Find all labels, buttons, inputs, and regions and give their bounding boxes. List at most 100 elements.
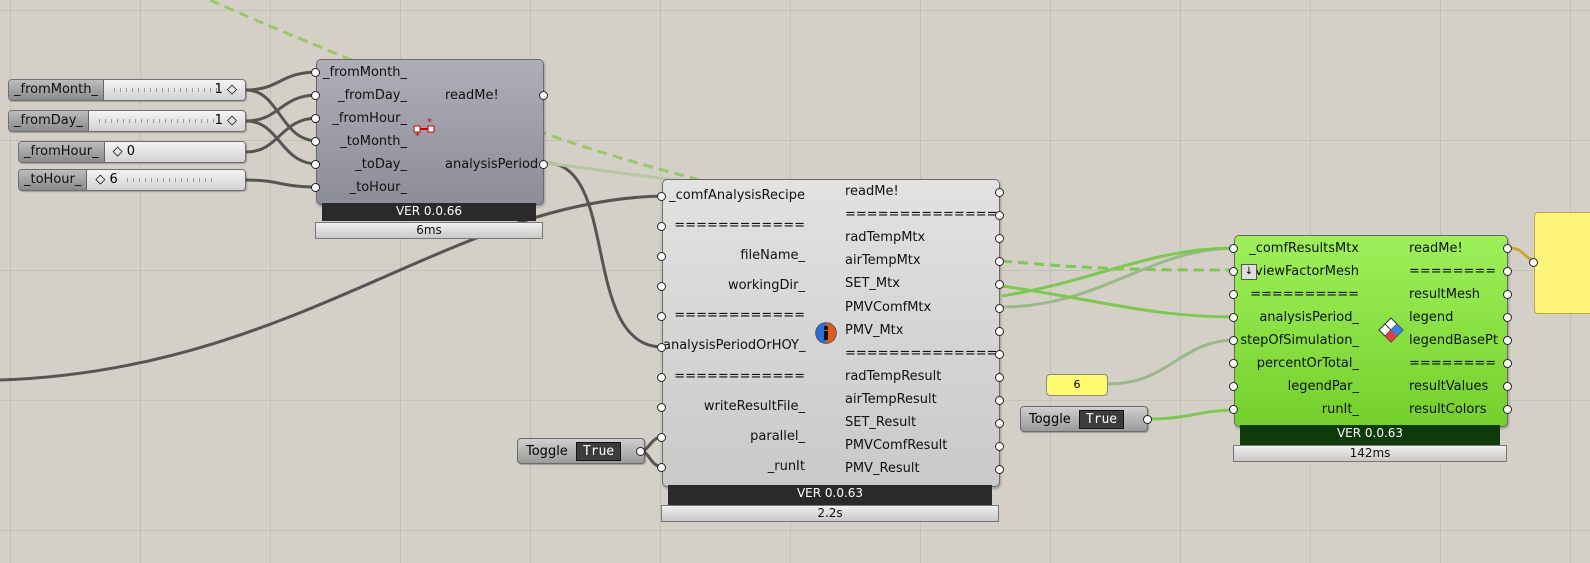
slider-track[interactable]: 1 ◇ <box>104 80 245 100</box>
port-out[interactable] <box>636 447 645 456</box>
comfort-recipe-component[interactable]: _comfAnalysisRecipe ============ fileNam… <box>662 179 1000 487</box>
output-panel[interactable] <box>1534 212 1590 314</box>
port-out[interactable] <box>1503 290 1512 299</box>
port-in[interactable] <box>1229 359 1238 368</box>
port-out[interactable] <box>995 280 1004 289</box>
slider-from-hour[interactable]: _fromHour_ ◇ 0 <box>18 141 246 163</box>
port-out[interactable] <box>995 442 1004 451</box>
comfort-results-component[interactable]: _comfResultsMtx _viewFactorMesh ========… <box>1234 235 1508 427</box>
output-param[interactable]: SET_Mtx <box>845 276 900 291</box>
toggle-value[interactable]: True <box>1078 409 1125 429</box>
slider-track[interactable]: ◇ 0 <box>104 142 245 162</box>
output-param[interactable]: PMV_Result <box>845 461 920 476</box>
port-out[interactable] <box>995 304 1004 313</box>
output-param[interactable]: airTempResult <box>845 392 937 407</box>
input-param[interactable]: ============ <box>674 369 805 384</box>
output-param[interactable]: PMV_Mtx <box>845 323 904 338</box>
toggle-value[interactable]: True <box>575 441 622 461</box>
output-param[interactable]: resultMesh <box>1409 287 1481 302</box>
output-param[interactable]: readMe! <box>1409 241 1463 256</box>
input-param[interactable]: analysisPeriodOrHOY_ <box>663 338 806 353</box>
analysis-period-component[interactable]: _fromMonth_ _fromDay_ _fromHour_ _toMont… <box>316 59 544 205</box>
input-param[interactable]: ============ <box>674 308 805 323</box>
port-out[interactable] <box>1503 405 1512 414</box>
port-out[interactable] <box>539 91 548 100</box>
port-out[interactable] <box>1503 313 1512 322</box>
port-out[interactable] <box>995 257 1004 266</box>
output-param[interactable]: airTempMtx <box>845 253 921 268</box>
output-param[interactable]: ======== <box>1409 356 1497 371</box>
port-in[interactable] <box>657 252 666 261</box>
port-in[interactable] <box>1229 313 1238 322</box>
port-in[interactable] <box>311 91 320 100</box>
output-param[interactable]: SET_Result <box>845 415 917 430</box>
input-param[interactable]: _fromHour_ <box>332 111 407 126</box>
slider-from-day[interactable]: _fromDay_ 1 ◇ <box>8 110 246 132</box>
input-param[interactable]: ========== <box>1250 287 1359 302</box>
input-param[interactable]: parallel_ <box>750 429 805 444</box>
port-out[interactable] <box>1143 415 1152 424</box>
port-in[interactable] <box>657 463 666 472</box>
port-out[interactable] <box>995 373 1004 382</box>
input-param[interactable]: stepOfSimulation_ <box>1240 333 1359 348</box>
output-param[interactable]: resultColors <box>1409 402 1487 417</box>
port-out[interactable] <box>1503 336 1512 345</box>
input-param[interactable]: _comfResultsMtx <box>1249 241 1359 256</box>
port-in[interactable] <box>311 137 320 146</box>
port-in[interactable] <box>1229 267 1238 276</box>
input-param[interactable]: writeResultFile_ <box>703 399 805 414</box>
port-out[interactable] <box>995 327 1004 336</box>
output-param[interactable]: readMe! <box>845 184 899 199</box>
input-param[interactable]: _toDay_ <box>355 157 407 172</box>
output-param[interactable]: ======== <box>1409 264 1497 279</box>
port-in[interactable] <box>311 68 320 77</box>
boolean-toggle-left[interactable]: Toggle True <box>517 438 645 464</box>
port-in[interactable] <box>657 373 666 382</box>
port-in[interactable] <box>657 222 666 231</box>
port-in[interactable] <box>1529 258 1538 267</box>
port-in[interactable] <box>1229 244 1238 253</box>
port-in[interactable] <box>311 183 320 192</box>
output-param[interactable]: analysisPeriod <box>445 157 539 172</box>
slider-track[interactable]: 1 ◇ <box>88 111 245 131</box>
boolean-toggle-right[interactable]: Toggle True <box>1020 406 1148 432</box>
output-param[interactable]: readMe! <box>445 88 499 103</box>
port-out[interactable] <box>995 211 1004 220</box>
port-out[interactable] <box>539 160 548 169</box>
input-param[interactable]: runIt_ <box>1321 402 1359 417</box>
port-in[interactable] <box>657 312 666 321</box>
port-in[interactable] <box>657 433 666 442</box>
port-out[interactable] <box>995 465 1004 474</box>
output-param[interactable]: ============== <box>845 207 998 222</box>
port-out[interactable] <box>1503 359 1512 368</box>
slider-from-month[interactable]: _fromMonth_ 1 ◇ <box>8 79 246 101</box>
input-param[interactable]: workingDir_ <box>727 278 805 293</box>
input-param[interactable]: ============ <box>674 218 805 233</box>
port-out[interactable] <box>995 396 1004 405</box>
input-param[interactable]: _toMonth_ <box>340 134 407 149</box>
input-param[interactable]: analysisPeriod_ <box>1259 310 1359 325</box>
port-in[interactable] <box>1229 336 1238 345</box>
value-panel[interactable]: 6 <box>1046 374 1108 396</box>
port-in[interactable] <box>311 160 320 169</box>
port-out[interactable] <box>1503 267 1512 276</box>
output-param[interactable]: radTempMtx <box>845 230 926 245</box>
output-param[interactable]: radTempResult <box>845 369 942 384</box>
input-param[interactable]: fileName_ <box>740 248 805 263</box>
port-in[interactable] <box>657 403 666 412</box>
port-out[interactable] <box>1503 382 1512 391</box>
port-in[interactable] <box>657 282 666 291</box>
output-param[interactable]: resultValues <box>1409 379 1489 394</box>
port-in[interactable] <box>1229 405 1238 414</box>
port-in[interactable] <box>1229 290 1238 299</box>
input-param[interactable]: _fromMonth_ <box>323 65 407 80</box>
input-param[interactable]: percentOrTotal_ <box>1256 356 1359 371</box>
output-param[interactable]: PMVComfMtx <box>845 300 932 315</box>
output-param[interactable]: legend <box>1409 310 1454 325</box>
slider-track[interactable]: ◇ 6 <box>87 170 245 190</box>
port-out[interactable] <box>995 234 1004 243</box>
output-param[interactable]: legendBasePt <box>1409 333 1498 348</box>
port-out[interactable] <box>1503 244 1512 253</box>
input-param[interactable]: _fromDay_ <box>338 88 407 103</box>
